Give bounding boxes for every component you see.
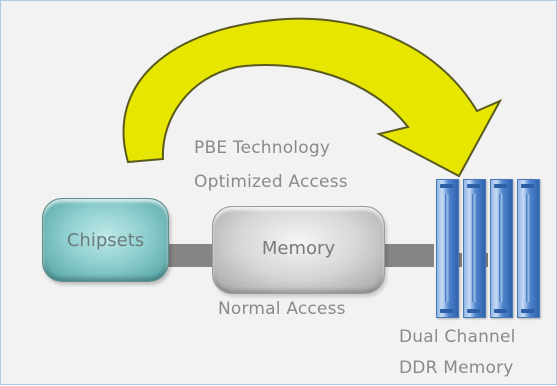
ddr-stick-2 [463, 179, 486, 318]
memory-ddr-connector [383, 244, 434, 267]
ddr-stick-cap [521, 184, 534, 188]
ddr-stick-3 [490, 179, 513, 318]
ddr-stick-cap [467, 184, 480, 188]
ddr-stick-cap [440, 309, 453, 313]
ddr-stick-4 [517, 179, 540, 318]
ddr-stick-cap [467, 309, 480, 313]
ddr-stick-groove [445, 194, 450, 302]
ddr-stick-groove [472, 194, 477, 302]
ddr-stick-groove [526, 194, 531, 302]
ddr-label-line2: DDR Memory [399, 358, 514, 378]
ddr-link-2 [485, 253, 488, 267]
ddr-stick-cap [494, 309, 507, 313]
ddr-stick-cap [440, 184, 453, 188]
ddr-stick-cap [521, 309, 534, 313]
chipsets-block: Chipsets [42, 198, 169, 282]
memory-label: Memory [261, 238, 336, 259]
memory-block: Memory [212, 206, 385, 294]
chipsets-label: Chipsets [66, 230, 145, 251]
ddr-stick-groove [499, 194, 504, 302]
chipset-memory-connector [167, 244, 213, 267]
ddr-link-1 [459, 253, 462, 267]
ddr-stick-cap [494, 184, 507, 188]
ddr-stick-1 [436, 179, 459, 318]
optimized-label-line2: Optimized Access [194, 172, 348, 192]
normal-access-label: Normal Access [218, 299, 346, 319]
optimized-label-line1: PBE Technology [194, 138, 331, 158]
ddr-label-line1: Dual Channel [399, 327, 516, 347]
